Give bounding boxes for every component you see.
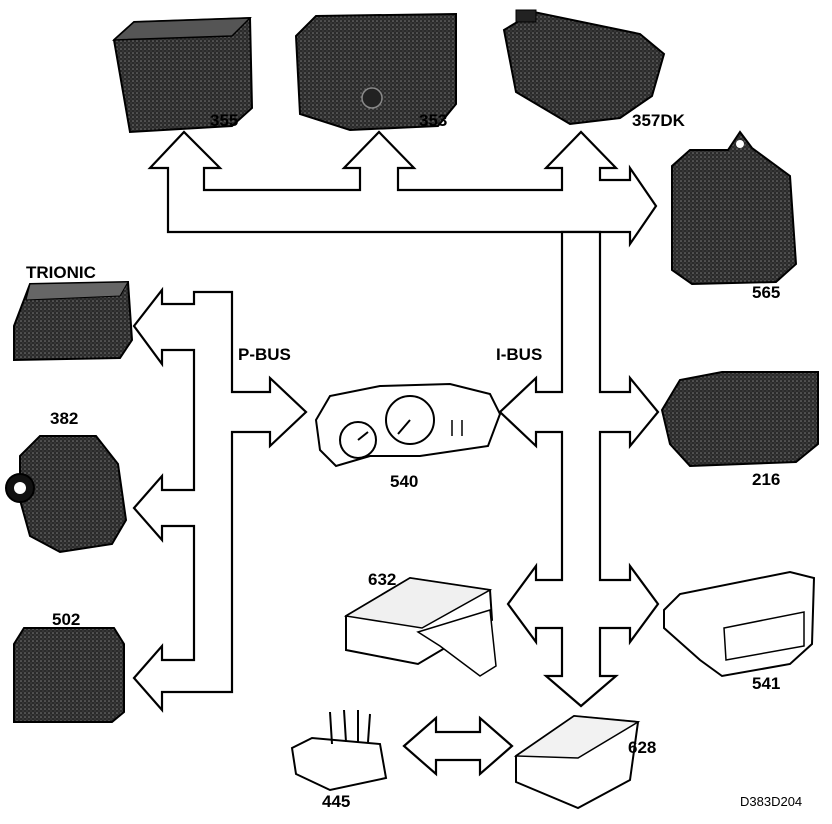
module-632-image [343, 576, 497, 677]
figure-reference: D383D204 [740, 794, 803, 809]
module-540-label: 540 [390, 472, 419, 491]
module-355-label: 355 [210, 111, 239, 130]
p-bus-outer [132, 286, 308, 713]
p-bus-arrows [132, 286, 308, 713]
module-trionic-label: TRIONIC [26, 263, 96, 282]
i-bus-arrows [498, 230, 660, 708]
module-565-image [671, 130, 798, 286]
module-382-label: 382 [50, 409, 79, 428]
module-541-label: 541 [752, 674, 781, 693]
module-540-image [314, 382, 502, 468]
i-bus-lines [147, 130, 658, 248]
module-353-label: 353 [419, 111, 448, 130]
module-357dk-label: 357DK [632, 111, 685, 130]
p-bus-label: P-BUS [238, 345, 291, 364]
module-565-label: 565 [752, 283, 781, 302]
module-632-label: 632 [368, 570, 397, 589]
module-216-label: 216 [752, 470, 781, 489]
diag-arrow [402, 715, 514, 777]
module-541-image [663, 570, 816, 678]
module-445-image [290, 709, 388, 792]
module-357dk-image [502, 9, 666, 126]
i-bus-label: I-BUS [496, 345, 543, 364]
module-355-image [111, 16, 254, 134]
module-628-image [513, 714, 641, 810]
module-353-image [294, 12, 457, 132]
module-216-image [660, 371, 819, 468]
module-502-image [13, 627, 125, 723]
module-trionic-image [13, 280, 134, 362]
top-bus-arrow [147, 130, 658, 248]
module-502-label: 502 [52, 610, 81, 629]
module-382-image [5, 435, 128, 554]
i-bus-outer [498, 230, 660, 708]
module-445-label: 445 [322, 792, 351, 811]
module-628-label: 628 [628, 738, 657, 757]
